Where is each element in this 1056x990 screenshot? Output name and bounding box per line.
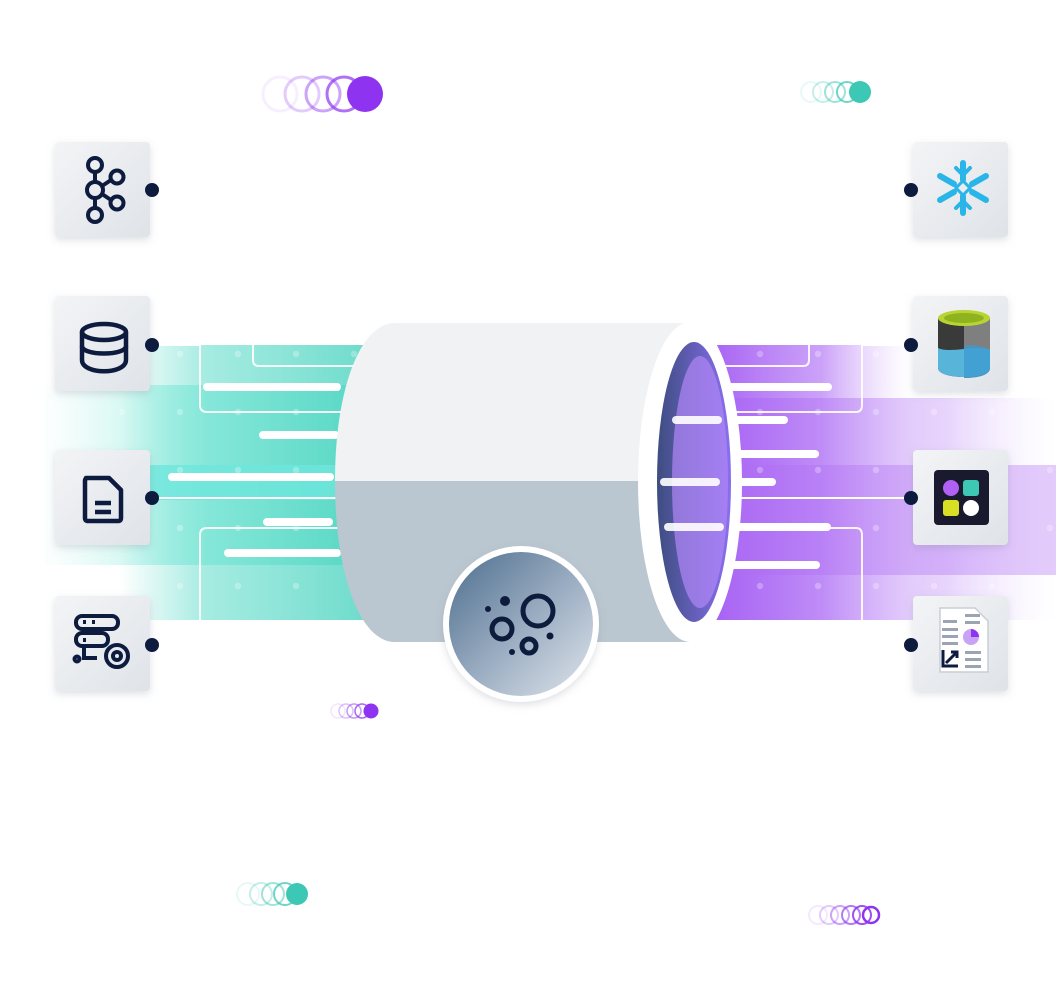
dashboard-app-icon [934,470,989,525]
bubbles-icon [489,593,556,656]
server-settings-icon [72,614,130,669]
pipeline-hub [443,546,599,702]
document-icon [82,475,124,524]
mouth-data-line [672,416,722,424]
destination-port-dot [904,491,918,505]
ring-trail-purple-small [330,703,379,719]
ring-trail-teal-top [800,81,871,103]
teal-connector-outline [199,527,360,620]
mouth-data-line [660,478,720,486]
teal-connector-outline [252,345,360,367]
incoming-data-streams [40,344,365,620]
bubbles-icon-dots [485,596,554,655]
source-card-2[interactable] [55,296,159,391]
destination-card-4[interactable] [904,596,1008,691]
teal-data-line [203,383,341,391]
purple-connector-outline [690,345,810,367]
destination-card-2[interactable] [904,296,1008,391]
destination-port-dot [904,338,918,352]
source-card-3[interactable] [55,450,159,545]
report-icon [939,607,989,673]
destination-nodes [904,142,1008,691]
ring-trail-teal-bottom [236,882,308,906]
teal-connector-outline [199,345,360,413]
destination-card-3[interactable] [904,450,1008,545]
source-port-dot [145,183,159,197]
purple-connector-outline [690,527,863,620]
teal-data-line [259,431,339,439]
source-port-dot [145,491,159,505]
pipe-top-half [335,323,690,481]
teal-data-line [224,549,341,557]
mouth-data-line [664,523,724,531]
destination-card-1[interactable] [904,142,1008,237]
source-port-dot [145,638,159,652]
destination-port-dot [904,183,918,197]
hub-disc [449,552,593,696]
source-port-dot [145,338,159,352]
ring-trail-purple-large [261,75,383,113]
kafka-icon [85,156,126,224]
ring-trail-purple-bottom [808,905,881,925]
source-card-1[interactable] [55,142,159,237]
teal-data-line [263,518,333,526]
source-card-4[interactable] [55,596,159,691]
teal-data-line [168,473,334,481]
data-lake-icon [938,310,990,378]
destination-port-dot [904,638,918,652]
database-icon [79,321,129,374]
purple-connector-outline [690,345,863,413]
source-nodes [55,142,159,691]
snowflake-icon [937,160,989,216]
